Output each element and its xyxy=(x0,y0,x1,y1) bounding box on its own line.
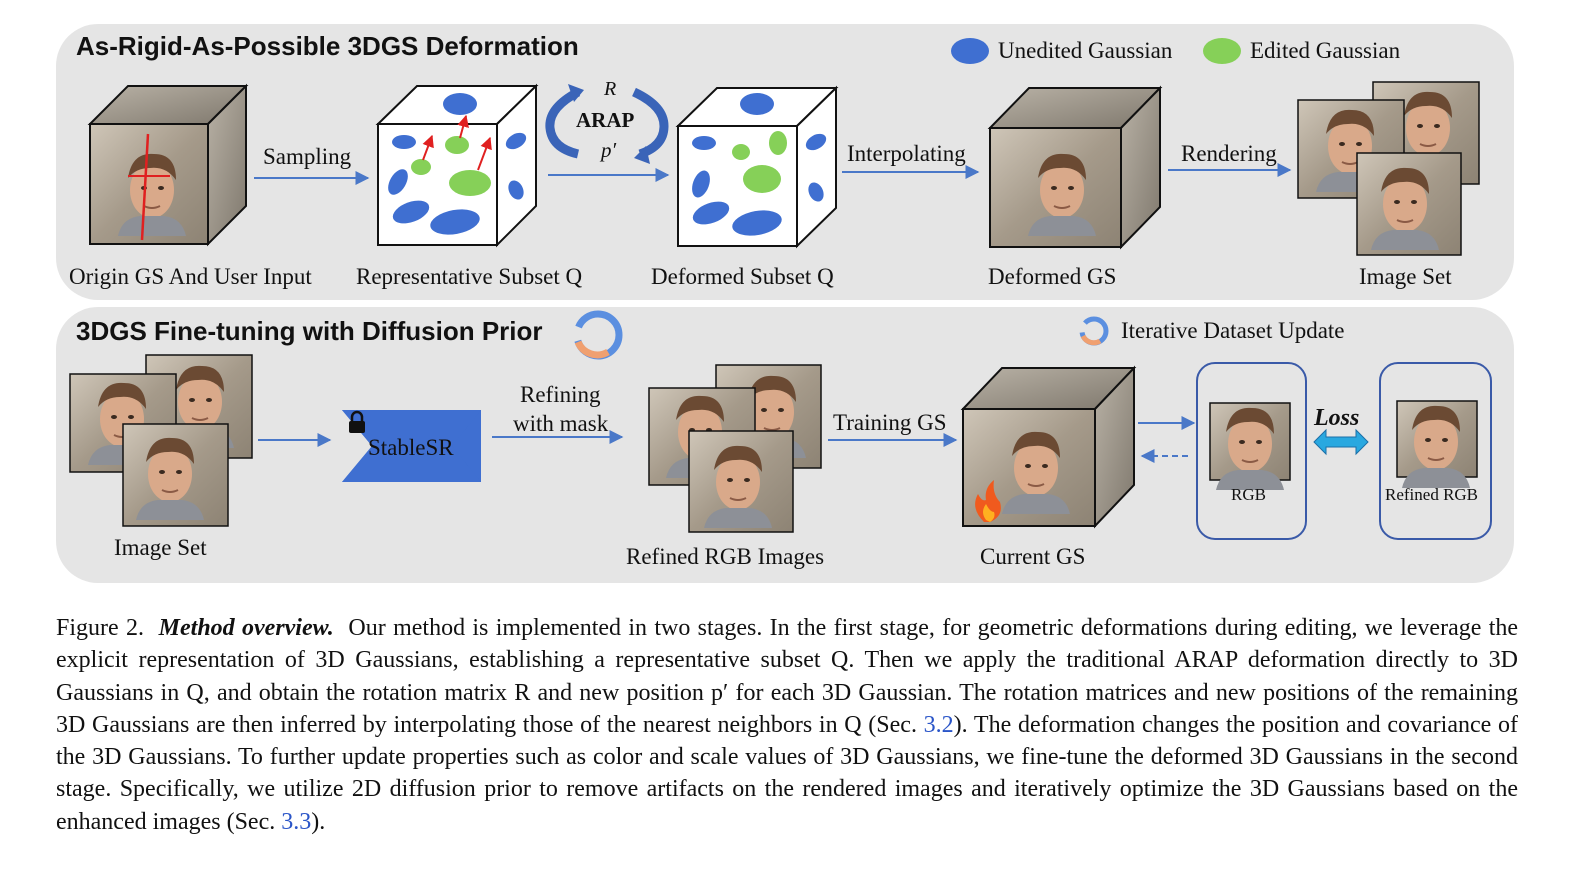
refining-label-line1: Refining xyxy=(520,382,601,407)
caption-body-1: Our method is implemented in two stages.… xyxy=(56,615,1519,738)
loss-label: Loss xyxy=(1314,405,1360,431)
refining-label-line2: with mask xyxy=(513,411,609,436)
iterative-update-icon-small xyxy=(1079,316,1109,346)
interpolating-label: Interpolating xyxy=(847,141,966,166)
legend-edited-label: Edited Gaussian xyxy=(1250,38,1401,63)
origin-gs-label: Origin GS And User Input xyxy=(69,264,312,289)
stage1-title: As-Rigid-As-Possible 3DGS Deformation xyxy=(76,31,579,61)
unedited-gaussian-legend-icon xyxy=(951,38,989,64)
legend-unedited-label: Unedited Gaussian xyxy=(998,38,1173,63)
caption-bold-title: Method overview. xyxy=(158,615,334,641)
iterative-update-label: Iterative Dataset Update xyxy=(1121,318,1345,343)
stablesr-label: StableSR xyxy=(368,435,454,460)
method-diagram xyxy=(69,38,1492,540)
deformed-subset-label: Deformed Subset Q xyxy=(651,264,834,289)
arap-label: ARAP xyxy=(576,108,635,132)
refined-images-label: Refined RGB Images xyxy=(626,544,825,569)
representative-subset-cube xyxy=(375,83,539,248)
caption-body-3: ). xyxy=(311,808,326,835)
origin-gs-cube xyxy=(87,83,249,247)
image-set-label-stage2: Image Set xyxy=(114,535,207,560)
arap-r-label: R xyxy=(604,78,617,100)
image-set-label-stage1: Image Set xyxy=(1359,264,1452,289)
refined-rgb-images-stack xyxy=(648,364,822,533)
caption-ref-3-2[interactable]: 3.2 xyxy=(923,711,954,738)
sampling-label: Sampling xyxy=(263,144,352,169)
stage2-title: 3DGS Fine-tuning with Diffusion Prior xyxy=(76,316,543,346)
loss-double-arrow xyxy=(1313,428,1369,456)
current-gs-label: Current GS xyxy=(980,544,1086,569)
caption-body-2: ). The deformation changes the position … xyxy=(56,711,1518,835)
caption-prefix: Figure 2. xyxy=(56,615,144,641)
deformed-gs-label: Deformed GS xyxy=(988,264,1117,289)
edited-gaussian-legend-icon xyxy=(1203,38,1241,64)
figure-caption: Figure 2. Method overview. Our method is… xyxy=(56,612,1518,838)
deformed-subset-cube xyxy=(675,85,839,249)
image-set-stack-stage1 xyxy=(1297,81,1480,256)
training-gs-label: Training GS xyxy=(833,410,947,435)
arap-p-label: p′ xyxy=(601,138,617,162)
refined-rgb-label: Refined RGB xyxy=(1385,485,1479,504)
refined-rgb-box xyxy=(1379,362,1492,540)
current-gs-cube xyxy=(960,365,1137,529)
iterative-update-icon-large xyxy=(573,310,623,360)
rendering-label: Rendering xyxy=(1181,141,1277,166)
caption-ref-3-3[interactable]: 3.3 xyxy=(281,808,312,835)
image-set-stack-stage2 xyxy=(69,354,253,527)
rgb-label: RGB xyxy=(1231,485,1266,504)
arap-rotation-icon xyxy=(545,84,669,164)
fire-icon xyxy=(975,480,1001,522)
representative-subset-label: Representative Subset Q xyxy=(356,264,583,289)
rgb-box xyxy=(1196,362,1307,540)
deformed-gs-cube xyxy=(987,85,1163,250)
lock-icon xyxy=(349,410,365,433)
